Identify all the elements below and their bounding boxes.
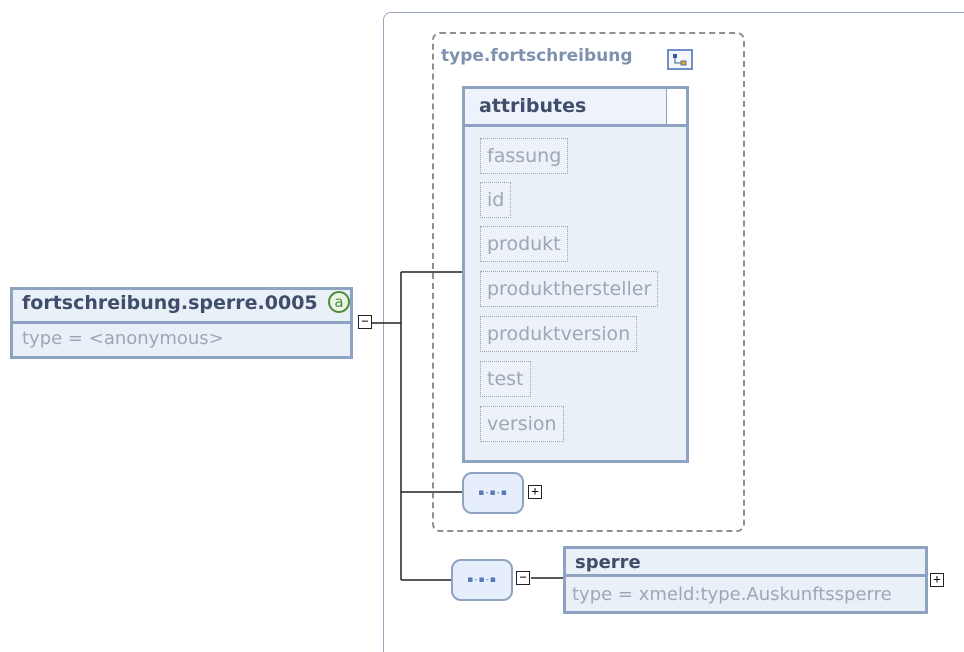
sequence-compositor-inner[interactable]: ▪-▪-▪ xyxy=(462,472,524,514)
child-element-name: sperre xyxy=(575,552,641,573)
connector-lines xyxy=(372,271,563,581)
attribute-version[interactable]: version xyxy=(480,406,564,442)
sequence-compositor-outer[interactable]: ▪-▪-▪ xyxy=(451,559,513,601)
attribute-produktversion[interactable]: produktversion xyxy=(480,316,638,352)
expand-toggle-sequence-inner[interactable]: + xyxy=(528,485,542,499)
schema-frame xyxy=(383,12,964,652)
attribute-test[interactable]: test xyxy=(480,361,531,397)
complex-type-icon xyxy=(667,49,693,70)
collapse-toggle-sequence-outer[interactable]: − xyxy=(516,571,530,585)
attributes-header xyxy=(462,86,669,127)
attributes-title: attributes xyxy=(479,95,587,117)
sequence-icon: ▪-▪-▪ xyxy=(467,575,497,585)
root-element-name: fortschreibung.sperre.0005 xyxy=(22,292,318,314)
attribute-produkthersteller[interactable]: produkthersteller xyxy=(480,271,659,307)
abstract-badge-icon: a xyxy=(328,291,350,313)
root-element-divider xyxy=(10,321,353,324)
attribute-id[interactable]: id xyxy=(480,182,512,218)
child-element-type: type = xmeld:type.Auskunftssperre xyxy=(572,584,892,605)
child-element-sperre[interactable] xyxy=(563,546,928,614)
complex-type-name: type.fortschreibung xyxy=(441,46,633,66)
child-element-divider xyxy=(563,574,928,577)
attributes-corner xyxy=(667,86,689,127)
sequence-icon: ▪-▪-▪ xyxy=(478,488,508,498)
collapse-toggle-root[interactable]: − xyxy=(358,315,372,329)
complex-type-frame xyxy=(432,32,745,532)
root-element-type: type = <anonymous> xyxy=(22,328,224,349)
expand-toggle-sperre[interactable]: + xyxy=(930,573,944,587)
attribute-fassung[interactable]: fassung xyxy=(480,138,569,174)
attribute-produkt[interactable]: produkt xyxy=(480,226,568,262)
